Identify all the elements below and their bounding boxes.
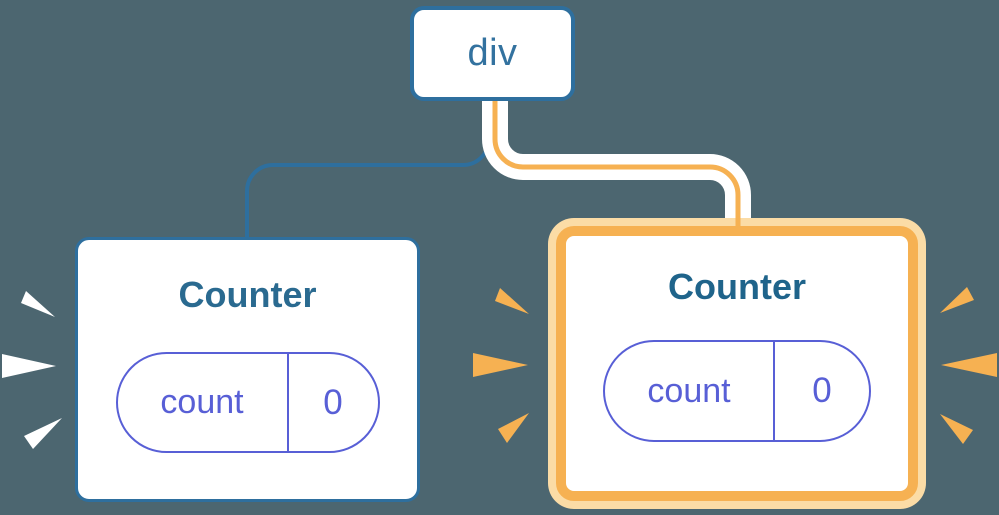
burst-spark-icon [24, 418, 62, 449]
burst-spark-icon [940, 414, 973, 444]
state-value-left: 0 [286, 354, 378, 451]
burst-marks-right-orange [940, 287, 997, 444]
state-key-right: count [647, 371, 731, 410]
burst-spark-icon [2, 354, 56, 378]
edge-casing [482, 99, 751, 218]
counter-title-right: Counter [668, 266, 806, 307]
root-node-label: div [467, 32, 518, 74]
burst-spark-icon [473, 353, 528, 377]
edge-root-to-left-counter [245, 101, 491, 239]
state-key-left: count [160, 383, 244, 421]
state-pill-left: count 0 [115, 352, 380, 453]
state-pill-right: count 0 [603, 340, 871, 442]
burst-spark-icon [495, 288, 529, 314]
counter-card-left: Counter count 0 [75, 237, 420, 502]
state-value-right: 0 [773, 342, 869, 440]
edge-root-to-right-counter [492, 99, 741, 232]
burst-marks-middle-orange [473, 288, 529, 443]
counter-title-left: Counter [178, 274, 317, 315]
counter-card-right-highlighted: Counter count 0 [556, 226, 918, 501]
burst-spark-icon [498, 413, 529, 443]
burst-spark-icon [21, 291, 55, 317]
root-node-div: div [410, 6, 575, 101]
burst-spark-icon [940, 287, 974, 313]
burst-marks-left-white [2, 291, 62, 449]
burst-spark-icon [941, 353, 997, 377]
